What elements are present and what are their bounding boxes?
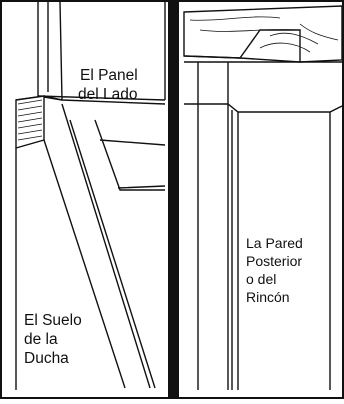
shower-floor-tray bbox=[94, 119, 166, 191]
wood-grain bbox=[189, 16, 339, 53]
back-wall-label-line-2: Posterior bbox=[246, 253, 302, 269]
back-wall-label-line-1: La Pared bbox=[246, 235, 303, 251]
side-panel-inner-lines bbox=[37, 1, 166, 101]
back-wall-label-line-4: Rincón bbox=[246, 289, 290, 305]
back-wall-label-line-3: o del bbox=[246, 271, 276, 287]
corner-shading bbox=[17, 99, 43, 141]
side-panel-label-line-2: del Lado bbox=[78, 86, 137, 103]
side-panel-label-line-1: El Panel bbox=[80, 67, 138, 84]
panel-divider bbox=[168, 1, 179, 398]
right-panel-drawing bbox=[183, 5, 343, 390]
shower-floor-label-line-2: de la bbox=[24, 331, 58, 348]
shower-floor-lip bbox=[43, 95, 156, 389]
shower-floor-label: El Suelo de la Ducha bbox=[24, 312, 82, 367]
shower-floor-label-line-3: Ducha bbox=[24, 350, 69, 367]
wall-stud-left bbox=[197, 62, 229, 390]
side-panel-label: El Panel del Lado bbox=[78, 67, 138, 103]
back-wall-label: La Pared Posterior o del Rincón bbox=[246, 235, 303, 305]
shower-floor-label-line-1: El Suelo bbox=[24, 312, 82, 329]
wood-beam-front bbox=[183, 29, 301, 62]
left-panel-drawing bbox=[15, 1, 166, 390]
wall-panel-seam bbox=[231, 110, 239, 390]
